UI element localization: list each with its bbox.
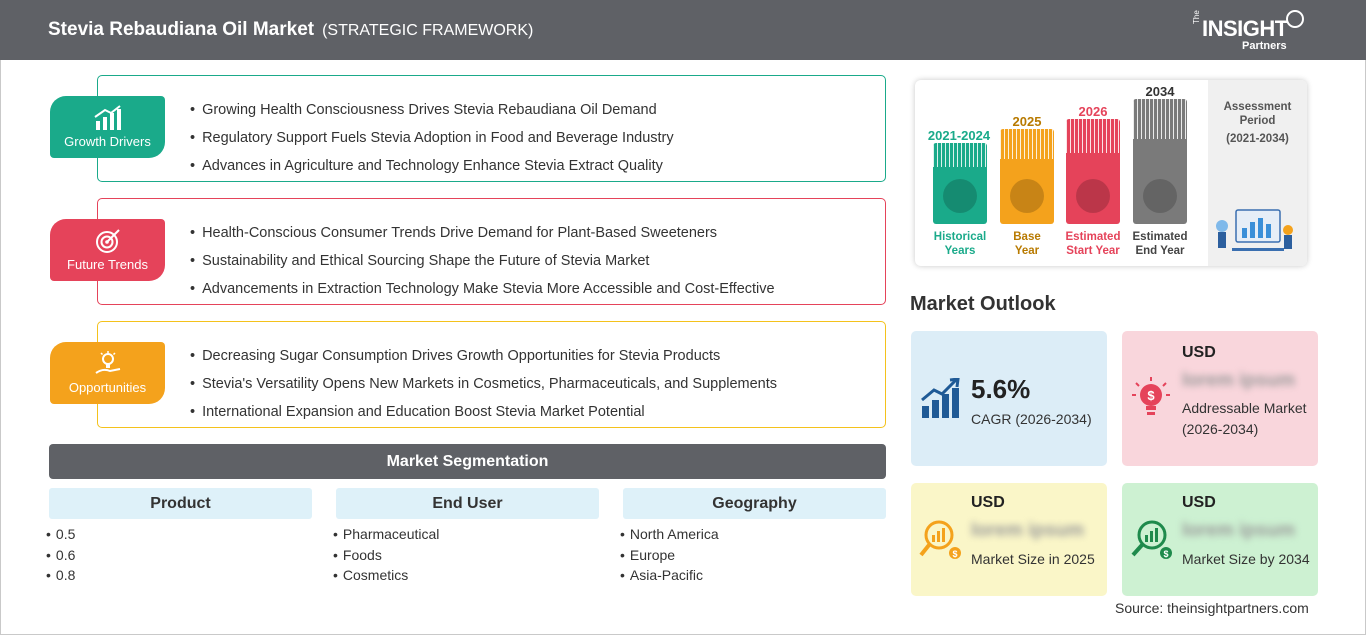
opportunities-box: Decreasing Sugar Consumption Drives Grow…: [97, 321, 886, 428]
list-item: North America: [620, 524, 719, 545]
source-credit: Source: theinsightpartners.com: [1115, 600, 1309, 616]
segment-product-header: Product: [49, 488, 312, 519]
magnifier-chart-icon: $: [919, 520, 961, 559]
list-item: Health-Conscious Consumer Trends Drive D…: [190, 219, 775, 247]
opportunities-list: Decreasing Sugar Consumption Drives Grow…: [190, 342, 777, 426]
list-item: Advancements in Extraction Technology Ma…: [190, 275, 775, 303]
list-item: Advances in Agriculture and Technology E…: [190, 152, 674, 180]
list-item: Asia-Pacific: [620, 565, 719, 586]
market-outlook-title: Market Outlook: [910, 293, 1056, 315]
market-size-2025-currency: USD: [971, 494, 1005, 511]
list-item: Pharmaceutical: [333, 524, 440, 545]
logo-ring-icon: [1286, 10, 1304, 28]
start-icon: [1076, 179, 1110, 213]
assessment-period: Assessment Period (2021-2034): [1208, 80, 1307, 266]
target-icon: [96, 229, 120, 253]
future-trends-list: Health-Conscious Consumer Trends Drive D…: [190, 219, 775, 303]
calendar-icon: [1010, 179, 1044, 213]
addressable-value-blurred: lorem ipsum: [1182, 370, 1295, 391]
segment-geography-list: North America Europe Asia-Pacific: [620, 524, 719, 586]
timeline-bar-end: [1133, 99, 1187, 224]
list-item: 0.5: [46, 524, 75, 545]
list-item: Growing Health Consciousness Drives Stev…: [190, 96, 674, 124]
segment-product-list: 0.5 0.6 0.8: [46, 524, 75, 586]
segment-end-user-list: Pharmaceutical Foods Cosmetics: [333, 524, 440, 586]
list-item: Foods: [333, 545, 439, 566]
addressable-label: Addressable Market (2026-2034): [1182, 400, 1307, 437]
future-trends-tag: Future Trends: [50, 219, 165, 281]
cagr-label: CAGR (2026-2034): [971, 411, 1092, 427]
market-size-2025-value-blurred: lorem ipsum: [971, 520, 1084, 541]
timeline-bar-base: [1000, 129, 1054, 224]
timeline-bar-historical: [933, 143, 987, 224]
list-item: Sustainability and Ethical Sourcing Shap…: [190, 247, 775, 275]
analytics-team-icon: [1216, 209, 1293, 251]
addressable-market-card: $ USD lorem ipsum Addressable Market (20…: [1122, 331, 1318, 466]
list-item: International Expansion and Education Bo…: [190, 398, 777, 426]
list-item: 0.6: [46, 545, 75, 566]
list-item: Cosmetics: [333, 565, 439, 586]
list-item: Europe: [620, 545, 719, 566]
market-size-2034-card: $ USD lorem ipsum Market Size by 2034: [1122, 483, 1318, 596]
svg-text:$: $: [952, 549, 957, 559]
market-size-2025-card: $ USD lorem ipsum Market Size in 2025: [911, 483, 1107, 596]
market-segmentation-header: Market Segmentation: [49, 444, 886, 479]
history-icon: [943, 179, 977, 213]
timeline-year-end: 2034: [1145, 84, 1175, 99]
timeline-bar-start: [1066, 119, 1120, 224]
list-item: Regulatory Support Fuels Stevia Adoption…: [190, 124, 674, 152]
growth-drivers-box: Growing Health Consciousness Drives Stev…: [97, 75, 886, 182]
future-trends-box: Health-Conscious Consumer Trends Drive D…: [97, 198, 886, 305]
svg-text:$: $: [1163, 549, 1168, 559]
list-item: Decreasing Sugar Consumption Drives Grow…: [190, 342, 777, 370]
opportunities-tag: Opportunities: [50, 342, 165, 404]
timeline-year-start: 2026: [1078, 104, 1108, 119]
page-title: Stevia Rebaudiana Oil Market(STRATEGIC F…: [48, 19, 534, 40]
bar-chart-icon: [94, 105, 121, 130]
growth-chart-icon: [921, 378, 960, 418]
market-size-2034-label: Market Size by 2034: [1182, 551, 1310, 567]
presentation-icon: [1143, 179, 1177, 213]
market-size-2034-value-blurred: lorem ipsum: [1182, 520, 1295, 541]
money-bulb-icon: $: [1132, 377, 1170, 415]
cagr-card: 5.6% CAGR (2026-2034): [911, 331, 1107, 466]
market-size-2025-label: Market Size in 2025: [971, 551, 1095, 567]
segment-end-user-header: End User: [336, 488, 599, 519]
market-size-2034-currency: USD: [1182, 494, 1216, 511]
addressable-currency: USD: [1182, 344, 1216, 361]
page-subtitle: (STRATEGIC FRAMEWORK): [322, 22, 534, 39]
segment-geography-header: Geography: [623, 488, 886, 519]
cagr-value: 5.6%: [971, 374, 1031, 404]
lightbulb-hand-icon: [95, 351, 121, 374]
magnifier-chart-icon: $: [1131, 520, 1172, 559]
timeline-year-historical: 2021-2024: [927, 128, 991, 143]
growth-drivers-list: Growing Health Consciousness Drives Stev…: [190, 96, 674, 180]
growth-drivers-tag: Growth Drivers: [50, 96, 165, 158]
list-item: Stevia's Versatility Opens New Markets i…: [190, 370, 777, 398]
svg-text:$: $: [1147, 388, 1155, 403]
insight-partners-logo[interactable]: The INSIGHT Partners: [1190, 10, 1310, 54]
timeline-year-base: 2025: [1012, 114, 1042, 129]
list-item: 0.8: [46, 565, 75, 586]
page-header: Stevia Rebaudiana Oil Market(STRATEGIC F…: [0, 0, 1366, 60]
